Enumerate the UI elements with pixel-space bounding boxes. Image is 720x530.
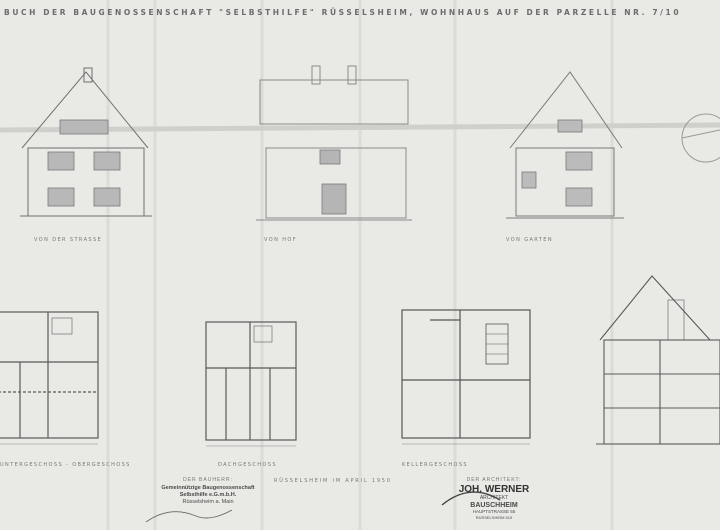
client-heading: DER BAUHERR: — [183, 477, 233, 483]
floor-plan-3 — [401, 309, 531, 445]
client-line-2: Selbsthilfe e.G.m.b.H. — [179, 491, 237, 498]
street-elevation-caption: VON DER STRASSE — [34, 237, 103, 243]
floor-plan-1 — [0, 311, 99, 445]
floor2-caption: DACHGESCHOSS — [218, 462, 277, 468]
yard-elevation-caption: VON HOF — [264, 237, 297, 243]
architect-role: ARCHITEKT — [479, 495, 509, 501]
floor-plan-2 — [205, 321, 297, 447]
yard-elevation — [256, 65, 412, 221]
section-drawing — [596, 275, 720, 445]
garden-elevation-caption: VON GARTEN — [506, 237, 553, 243]
architect-phone: RÜSSELSHEIM 519 — [475, 514, 513, 520]
architect-name: JOH. WERNER — [458, 484, 530, 495]
client-line-1: Gemeinnützige Baugenossenschaft — [161, 485, 255, 491]
drawing-title: BUCH DER BAUGENOSSENSCHAFT "SELBSTHILFE"… — [4, 8, 682, 17]
basement-caption: KELLERGESCHOSS — [402, 462, 468, 468]
client-stamp: DER BAUHERR: Gemeinnützige Baugenossensc… — [160, 478, 256, 506]
architect-city: BAUSCHHEIM — [470, 502, 518, 509]
client-line-3: Rüsselsheim a. Main — [182, 499, 234, 505]
architect-heading: DER ARCHITEKT: — [466, 477, 522, 483]
architect-stamp: DER ARCHITEKT: JOH. WERNER ARCHITEKT BAU… — [448, 478, 540, 520]
architect-street: HAUPTSTRASSE 55 — [472, 509, 516, 514]
date-line: RÜSSELSHEIM IM APRIL 1950 — [274, 478, 392, 484]
floor1-caption: UNTERGESCHOSS - OBERGESCHOSS — [0, 462, 131, 468]
street-elevation — [20, 67, 152, 217]
garden-elevation — [506, 71, 720, 219]
